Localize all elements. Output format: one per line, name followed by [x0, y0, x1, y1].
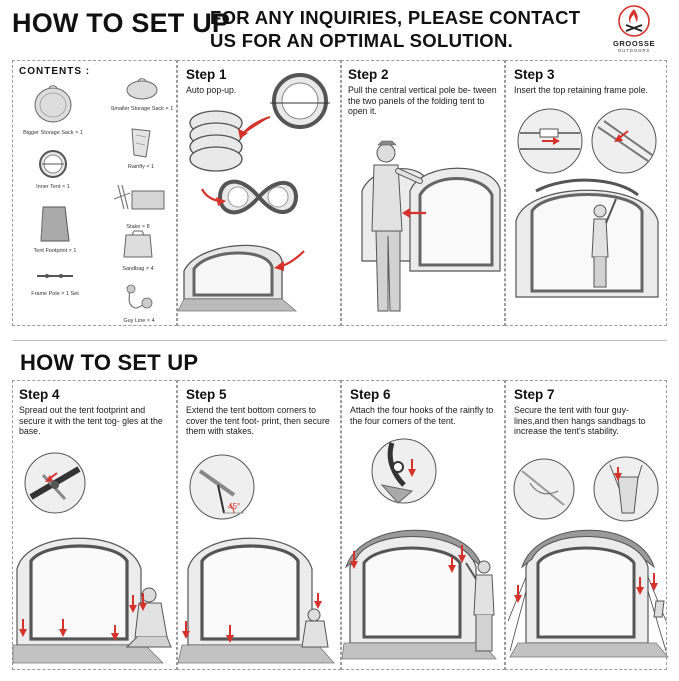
- step-title: Step 4: [19, 387, 60, 402]
- list-item: Tent Footprint × 1: [19, 205, 91, 254]
- list-item: Smaller Storage Sack × 1: [109, 75, 175, 112]
- arrow-icon: [182, 593, 322, 643]
- step-title: Step 2: [348, 67, 389, 82]
- arrow-icon: [274, 261, 284, 271]
- guy-line-icon: [126, 284, 153, 309]
- list-item: Bigger Storage Sack × 1: [17, 83, 89, 136]
- step-6-illustration: [341, 438, 497, 660]
- item-label: Stake × 8: [126, 224, 150, 230]
- item-label: Sandbag × 4: [122, 266, 154, 272]
- item-label: Guy Line × 4: [123, 318, 155, 324]
- step-6-panel: Step 6 Attach the four hooks of the rain…: [341, 380, 505, 670]
- arrow-icon: [45, 475, 53, 482]
- item-label: Inner Tent × 1: [36, 184, 70, 190]
- step-title: Step 5: [186, 387, 227, 402]
- step-1-illustration: [177, 73, 330, 312]
- step-title: Step 6: [350, 387, 391, 402]
- brand-sub: OUTDOORS: [617, 48, 651, 53]
- list-item: Frame Pole × 1 Set: [17, 266, 93, 297]
- arrow-icon: [19, 593, 147, 641]
- step-5-illustration: 45°: [177, 454, 335, 664]
- brand-name: GROOSSE: [612, 39, 656, 48]
- frame-pole-icon: [37, 274, 73, 278]
- list-item: Sandbag × 4: [105, 230, 171, 272]
- item-label: Bigger Storage Sack × 1: [23, 130, 83, 136]
- step-7-panel: Step 7 Secure the tent with four guy-lin…: [505, 380, 669, 670]
- arrow-icon: [408, 469, 416, 477]
- list-item: Rainfly × 1: [113, 127, 169, 170]
- step-title: Step 3: [514, 67, 555, 82]
- step-7-illustration: [507, 456, 669, 658]
- inner-tent-icon: [39, 150, 67, 178]
- section-divider: [12, 340, 667, 341]
- step-desc: Insert the top retaining frame pole.: [514, 85, 648, 95]
- sandbag-icon: [123, 230, 153, 258]
- step-title: Step 7: [514, 387, 555, 402]
- contents-label: CONTENTS :: [19, 66, 91, 77]
- contents-panel: CONTENTS : Bigger Storage Sack × 1 Small…: [12, 60, 177, 326]
- step-desc: Pull the central vertical pole be- tween…: [348, 85, 497, 116]
- angle-label: 45°: [228, 502, 240, 511]
- arrow-icon: [514, 573, 658, 603]
- section-title: HOW TO SET UP: [20, 350, 199, 375]
- step-1-panel: Step 1 Auto pop-up.: [177, 60, 341, 326]
- step-4-illustration: [12, 452, 172, 664]
- arrow-icon: [238, 129, 248, 139]
- campfire-logo-icon: [618, 5, 650, 37]
- step-3-illustration: [515, 108, 659, 298]
- item-label: Tent Footprint × 1: [33, 248, 77, 254]
- brand-logo: GROOSSE OUTDOORS: [604, 4, 664, 58]
- list-item: Inner Tent × 1: [17, 149, 89, 190]
- arrow-icon: [216, 197, 226, 206]
- arrow-icon: [614, 134, 623, 142]
- step-3-panel: Step 3 Insert the top retaining frame po…: [505, 60, 667, 326]
- step-title: Step 1: [186, 67, 227, 82]
- small-sack-icon: [126, 78, 158, 100]
- step-desc: Extend the tent bottom corners to cover …: [186, 405, 330, 436]
- item-label: Frame Pole × 1 Set: [31, 291, 79, 297]
- round-sack-icon: [34, 85, 72, 123]
- footprint-icon: [40, 206, 70, 242]
- step-desc: Secure the tent with four guy-lines,and …: [514, 405, 646, 436]
- step-2-illustration: [361, 140, 501, 312]
- arrow-icon: [614, 473, 622, 481]
- step-2-panel: Step 2 Pull the central vertical pole be…: [341, 60, 505, 326]
- page-title: HOW TO SET UP: [12, 8, 231, 38]
- arrow-icon: [350, 545, 466, 573]
- inquiry-notice: FOR ANY INQUIRIES, PLEASE CONTACT US FOR…: [210, 7, 581, 51]
- step-desc: Attach the four hooks of the rainfly to …: [350, 405, 494, 426]
- step-4-panel: Step 4 Spread out the tent footprint and…: [12, 380, 177, 670]
- step-desc: Auto pop-up.: [186, 85, 237, 95]
- step-desc: Spread out the tent footprint and secure…: [19, 405, 163, 436]
- arrow-icon: [402, 208, 410, 218]
- list-item: Stake × 8: [101, 179, 175, 230]
- rainfly-icon: [131, 128, 151, 158]
- arrow-icon: [553, 137, 560, 145]
- list-item: Guy Line × 4: [107, 281, 171, 324]
- item-label: Smaller Storage Sack × 1: [110, 106, 174, 112]
- stake-icon: [113, 184, 165, 210]
- item-label: Rainfly × 1: [127, 164, 155, 170]
- step-5-panel: Step 5 Extend the tent bottom corners to…: [177, 380, 341, 670]
